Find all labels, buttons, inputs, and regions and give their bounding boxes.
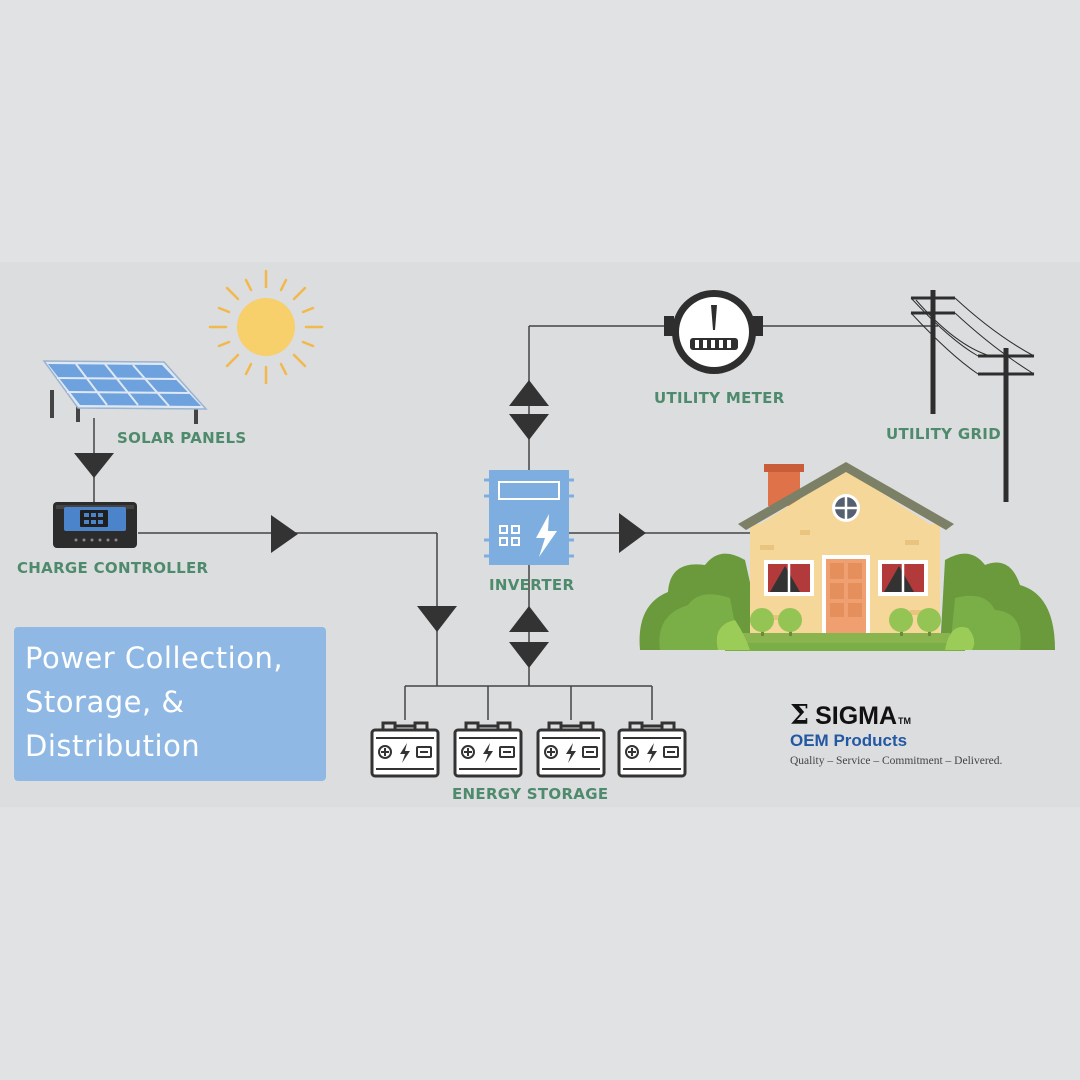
utility-meter-icon	[664, 290, 763, 374]
flow-arrows	[74, 380, 646, 668]
trademark-mark: TM	[898, 716, 912, 726]
battery-icon	[453, 721, 523, 778]
sun-icon	[208, 269, 324, 385]
solar-panel-icon	[42, 360, 208, 424]
brand-tagline: Quality – Service – Commitment – Deliver…	[790, 755, 1003, 767]
title-line-2: Storage, &	[25, 685, 185, 719]
inverter-icon	[484, 470, 574, 565]
label-inverter: INVERTER	[489, 576, 574, 594]
label-solar-panels: SOLAR PANELS	[117, 429, 246, 447]
brand-products: OEM Products	[790, 731, 908, 750]
label-energy-storage: ENERGY STORAGE	[452, 785, 608, 803]
sigma-logo: Σ SIGMA TM OEM Products Quality – Servic…	[790, 700, 1070, 767]
battery-icon	[370, 721, 440, 778]
label-utility-meter: UTILITY METER	[654, 389, 785, 407]
arrow-up-battery	[509, 606, 549, 632]
arrow-down-grid	[509, 414, 549, 440]
title-line-3: Distribution	[25, 729, 201, 763]
arrow-up-grid	[509, 380, 549, 406]
arrow-right-house	[619, 513, 646, 553]
charge-controller-icon	[53, 502, 137, 548]
battery-bank	[370, 721, 687, 778]
battery-icon	[536, 721, 606, 778]
title-box: Power Collection, Storage, & Distributio…	[14, 627, 326, 781]
utility-pole-icon	[910, 290, 1035, 502]
battery-icon	[617, 721, 687, 778]
label-utility-grid: UTILITY GRID	[886, 425, 1001, 443]
brand-name: SIGMA	[815, 702, 898, 730]
title-line-1: Power Collection,	[25, 641, 284, 675]
arrow-right-controller	[271, 515, 298, 553]
arrow-down-solar	[74, 453, 114, 478]
sigma-symbol: Σ	[790, 700, 810, 731]
arrow-down-storage	[417, 606, 457, 632]
arrow-down-battery	[509, 642, 549, 668]
label-charge-controller: CHARGE CONTROLLER	[17, 559, 209, 577]
house-icon	[639, 462, 1055, 651]
